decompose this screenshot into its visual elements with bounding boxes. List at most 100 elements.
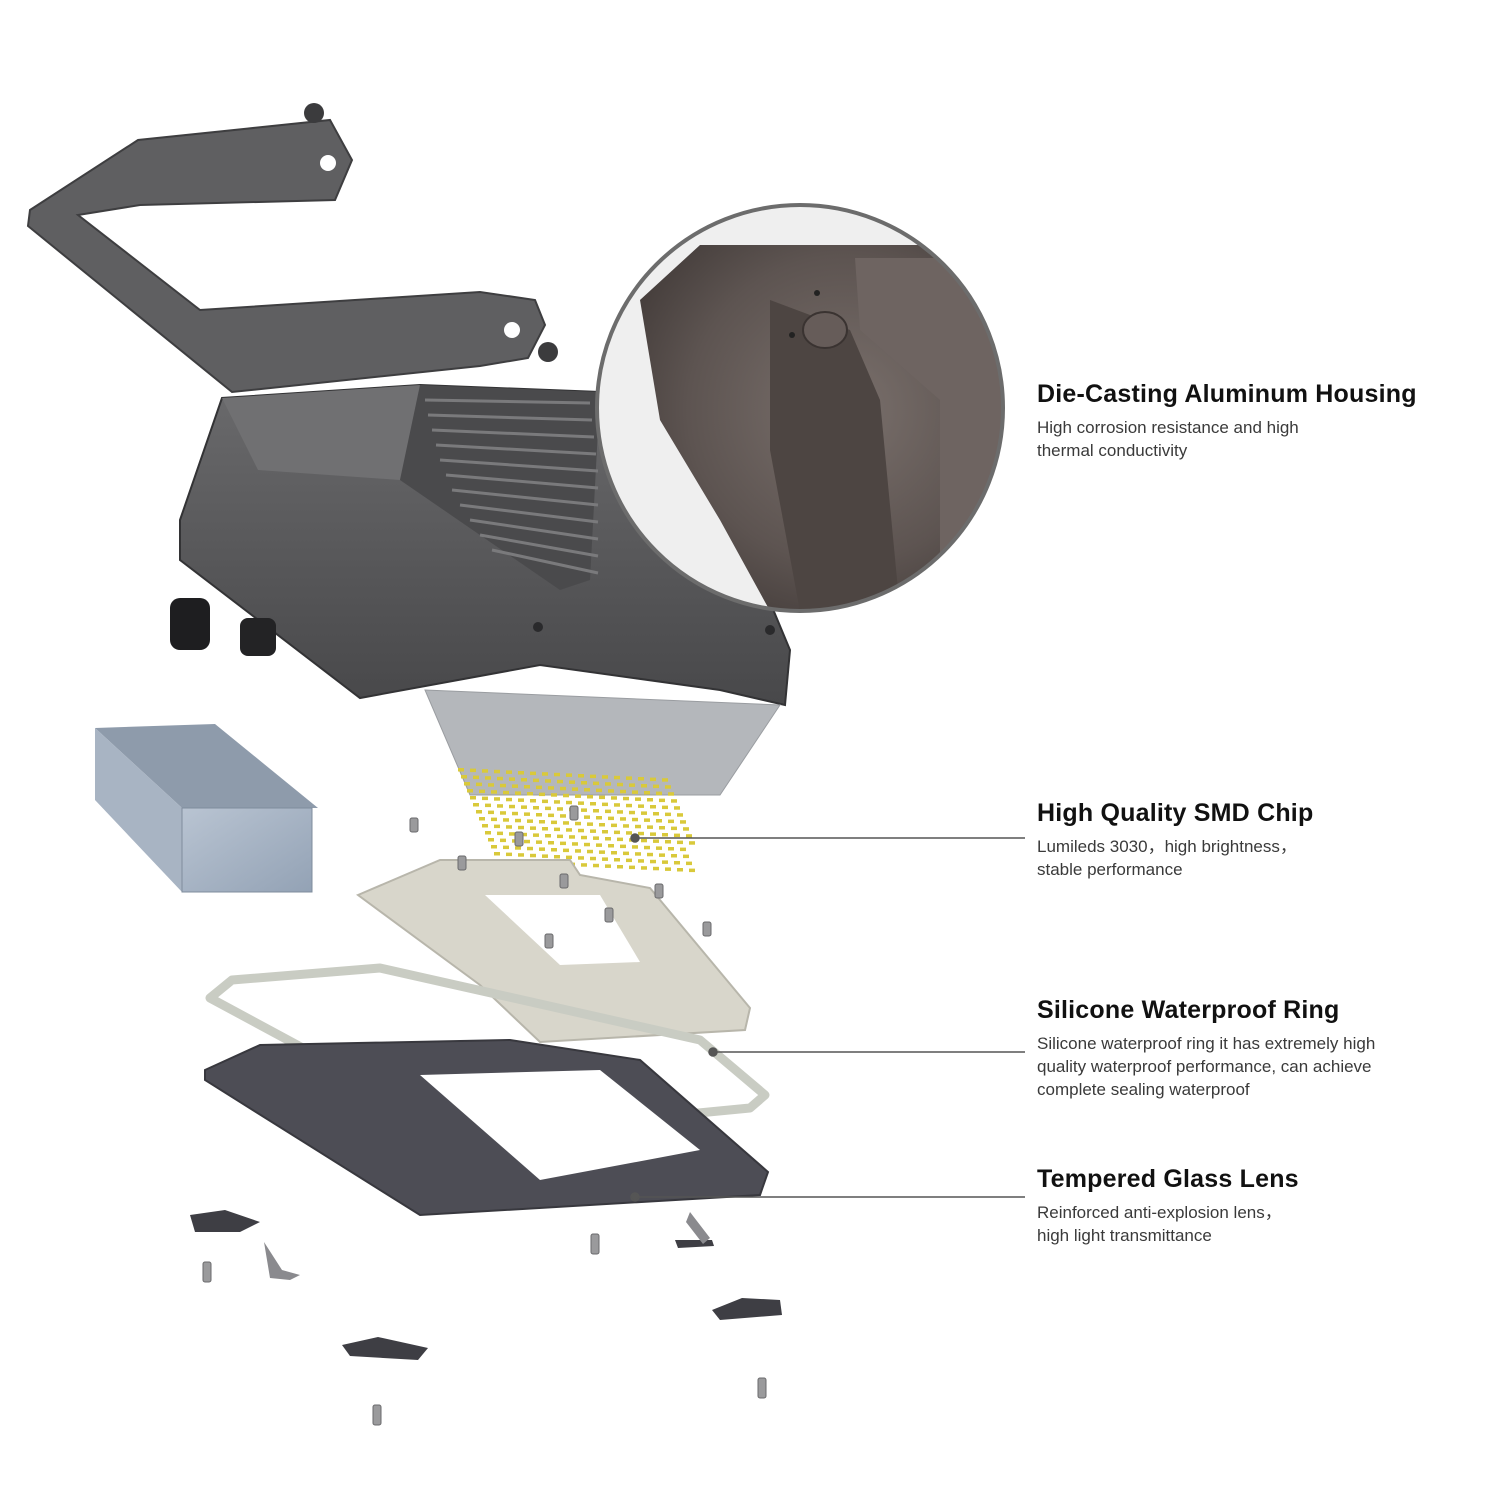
led-chip (611, 851, 617, 855)
led-chip (596, 788, 602, 793)
mounting-clips (190, 1210, 782, 1360)
led-chip (470, 768, 476, 773)
led-chip (623, 851, 629, 856)
led-chip (680, 847, 686, 852)
led-chip (662, 833, 668, 837)
led-chip (635, 824, 641, 829)
led-chip (560, 814, 566, 818)
led-chip (539, 847, 545, 851)
led-chip (677, 840, 683, 845)
led-chip (533, 778, 539, 783)
callout-ring-line1: Silicone waterproof ring it has extremel… (1037, 1034, 1376, 1053)
led-chip (674, 833, 680, 838)
led-chip (590, 774, 596, 779)
led-chip (530, 853, 536, 858)
led-chip (653, 812, 659, 816)
led-chip (593, 836, 599, 840)
led-chip (638, 831, 644, 836)
led-chip (551, 848, 557, 852)
led-chip (575, 849, 581, 853)
led-chip (596, 816, 602, 820)
led-chip (506, 852, 512, 857)
led-chip (482, 824, 488, 828)
led-chip (518, 771, 524, 775)
led-chip (458, 768, 464, 772)
led-chip (551, 793, 557, 797)
driver-box (95, 724, 318, 893)
led-chip (569, 780, 575, 784)
led-chip (653, 839, 659, 843)
led-chip (515, 846, 521, 850)
led-chip (527, 819, 533, 823)
led-chip (614, 858, 620, 862)
led-chip (548, 841, 554, 845)
led-chip (557, 779, 563, 784)
led-chip (689, 868, 695, 873)
callout-chip-line1: Lumileds 3030，high brightness， (1037, 837, 1297, 856)
led-chip (530, 771, 536, 776)
led-chip (539, 820, 545, 824)
led-chip (581, 835, 587, 840)
led-chip (536, 785, 542, 790)
led-chip (617, 810, 623, 814)
callout-smd-chip: High Quality SMD Chip Lumileds 3030，high… (1037, 798, 1477, 881)
led-chip (596, 843, 602, 847)
led-chip (536, 813, 542, 817)
led-chip (590, 829, 596, 833)
led-chip (584, 842, 590, 847)
led-chip (659, 798, 665, 803)
led-chip (608, 844, 614, 848)
led-chip (494, 769, 500, 774)
led-chip (482, 769, 488, 773)
led-chip (605, 782, 611, 786)
led-chip (641, 838, 647, 843)
led-chip (599, 795, 605, 800)
led-chip (470, 796, 476, 800)
led-chip (620, 817, 626, 821)
led-chip (686, 834, 692, 838)
led-chip (572, 842, 578, 846)
led-chip (626, 776, 632, 780)
led-chip (620, 789, 626, 794)
led-chip (485, 803, 491, 808)
led-chip (608, 789, 614, 793)
led-chip (662, 778, 668, 782)
callout-ring-title: Silicone Waterproof Ring (1037, 996, 1340, 1024)
led-chip (593, 809, 599, 813)
callout-housing-title: Die-Casting Aluminum Housing (1037, 380, 1417, 408)
led-chip (620, 844, 626, 849)
led-chip (497, 776, 503, 781)
led-chip (668, 819, 674, 824)
callout-housing: Die-Casting Aluminum Housing High corros… (1037, 379, 1477, 462)
led-chip (581, 808, 587, 812)
led-chip (488, 810, 494, 815)
led-chip (584, 815, 590, 819)
led-chip (647, 798, 653, 802)
led-chip (467, 789, 473, 793)
housing-closeup-magnifier (595, 203, 1005, 613)
led-chip (548, 786, 554, 790)
led-chip (527, 846, 533, 851)
led-chip (644, 791, 650, 795)
led-chip (644, 818, 650, 822)
led-chip (680, 820, 686, 824)
led-chip (521, 832, 527, 837)
led-chip (479, 789, 485, 794)
callout-lens-line1: Reinforced anti-explosion lens， (1037, 1203, 1282, 1222)
led-chip (629, 865, 635, 870)
led-chip (665, 867, 671, 871)
led-chip (587, 822, 593, 826)
callout-ring-line3: complete sealing waterproof (1037, 1080, 1250, 1099)
led-chip (656, 846, 662, 850)
led-chip (473, 803, 479, 807)
led-chip (677, 868, 683, 872)
led-chip (665, 840, 671, 844)
led-chip (632, 790, 638, 794)
led-chip (602, 775, 608, 779)
led-chip (581, 781, 587, 785)
led-chip (500, 783, 506, 788)
led-chip (506, 797, 512, 802)
led-chip (629, 810, 635, 815)
